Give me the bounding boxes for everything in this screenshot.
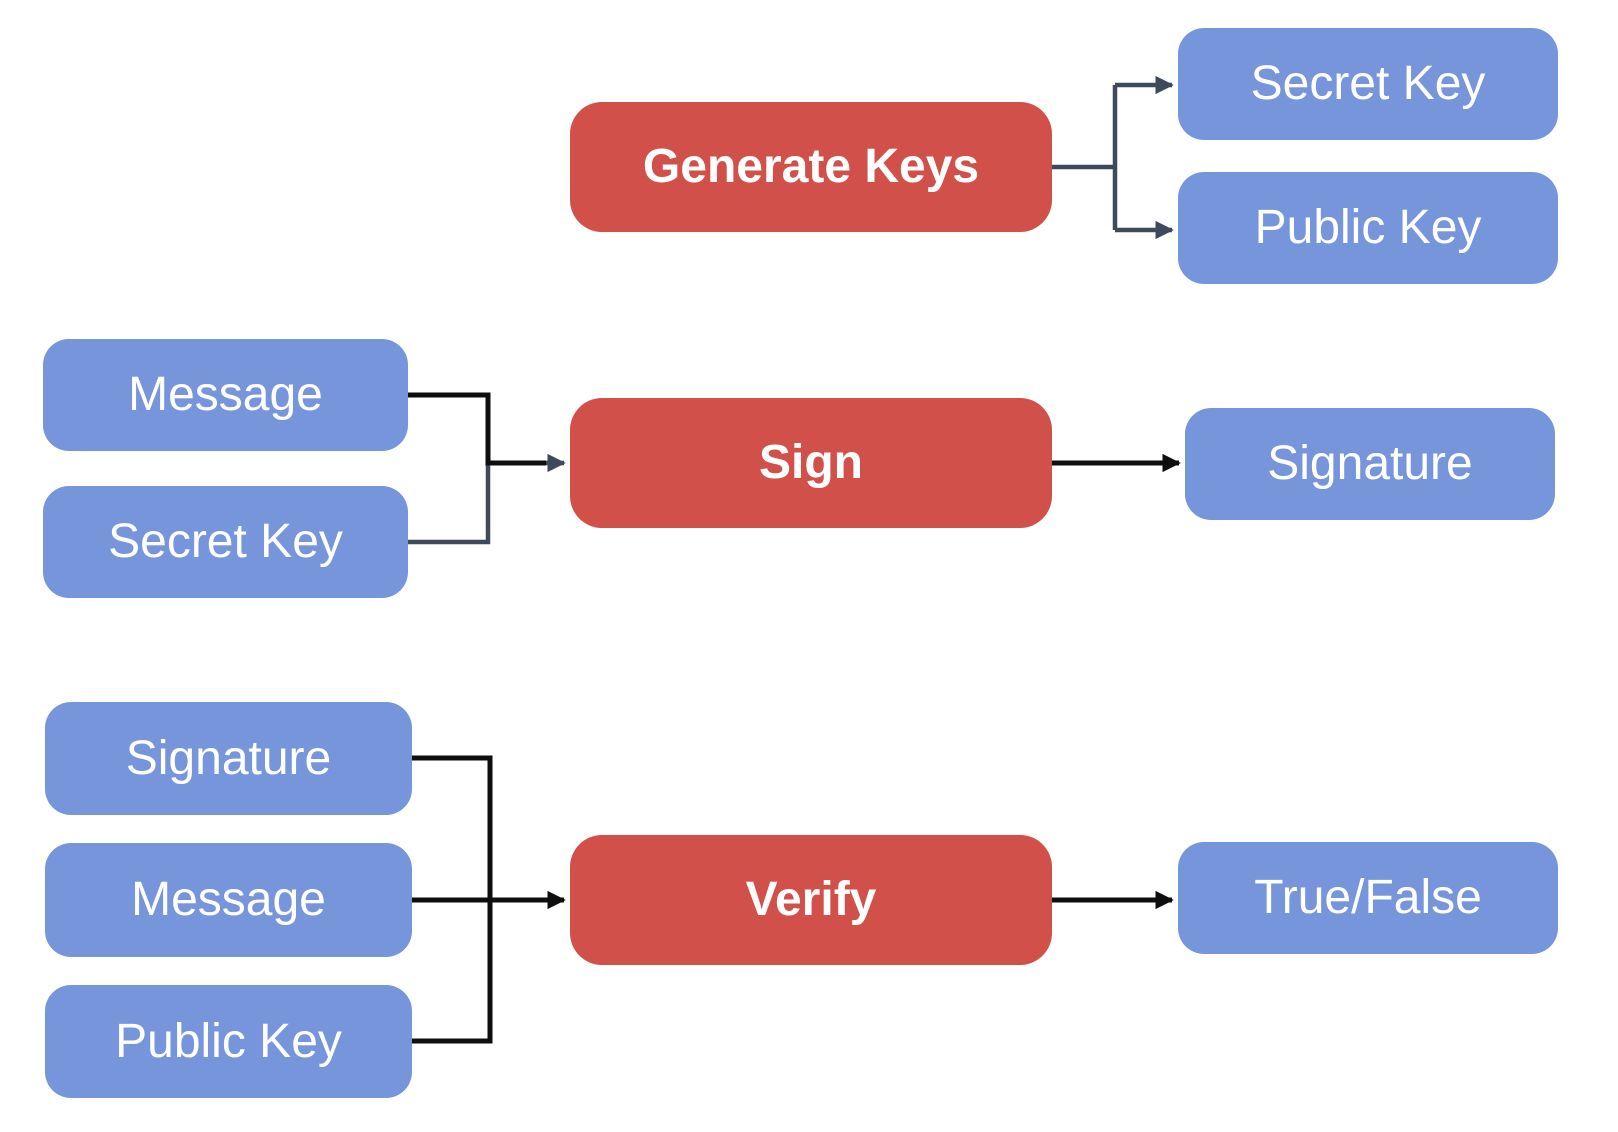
node-message-verify-input: Message [45, 843, 412, 957]
node-signature-output: Signature [1185, 408, 1555, 520]
connector-message-to-sign [408, 392, 546, 466]
node-sign: Sign [570, 398, 1052, 528]
connector-publickey-to-verify [412, 900, 493, 1044]
node-public-key-output: Public Key [1178, 172, 1558, 284]
node-true-false-output: True/False [1178, 842, 1558, 954]
node-verify: Verify [570, 835, 1052, 965]
connector-signature-to-verify [412, 755, 493, 900]
node-signature-verify-input: Signature [45, 702, 412, 815]
node-public-key-verify-input: Public Key [45, 985, 412, 1098]
node-message-sign-input: Message [43, 339, 408, 451]
node-generate-keys: Generate Keys [570, 102, 1052, 232]
node-secret-key-sign-input: Secret Key [43, 486, 408, 598]
connector-secretkey-to-sign [408, 453, 566, 545]
node-secret-key-output: Secret Key [1178, 28, 1558, 140]
